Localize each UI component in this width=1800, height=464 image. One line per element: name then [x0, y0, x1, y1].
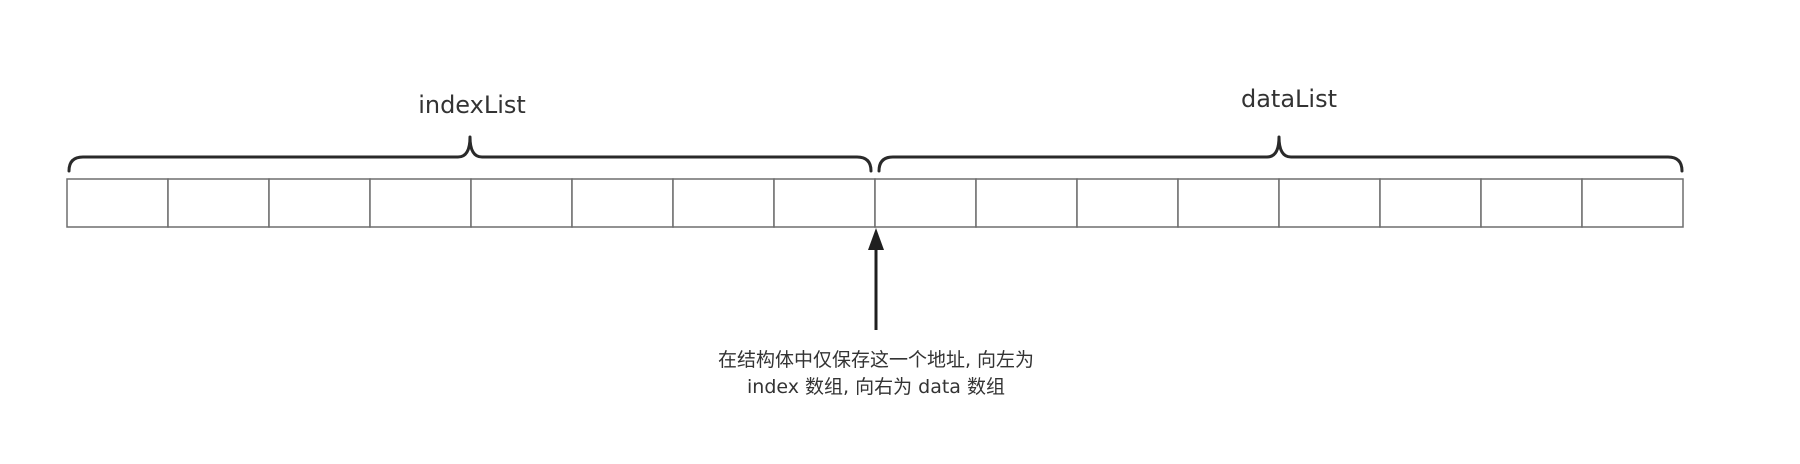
array-cells — [66, 178, 1684, 228]
index-cell-5 — [571, 178, 674, 228]
index-list-label: indexList — [418, 91, 526, 119]
annotation-line-2: index 数组, 向右为 data 数组 — [747, 376, 1005, 398]
index-cell-6 — [672, 178, 775, 228]
data-cell-3 — [1177, 178, 1280, 228]
data-cell-7 — [1581, 178, 1684, 228]
index-cell-7 — [773, 178, 876, 228]
annotation-line-1: 在结构体中仅保存这一个地址, 向左为 — [718, 349, 1034, 371]
index-cell-2 — [268, 178, 371, 228]
data-cell-1 — [975, 178, 1078, 228]
data-cell-0 — [874, 178, 977, 228]
data-list-brace — [877, 135, 1684, 173]
data-cell-5 — [1379, 178, 1482, 228]
data-cell-2 — [1076, 178, 1179, 228]
data-list-label: dataList — [1241, 85, 1337, 113]
index-cell-0 — [66, 178, 169, 228]
pointer-arrow-head — [868, 228, 884, 250]
index-cell-3 — [369, 178, 472, 228]
data-cell-6 — [1480, 178, 1583, 228]
index-cell-4 — [470, 178, 573, 228]
index-list-brace — [67, 135, 873, 173]
index-cell-1 — [167, 178, 270, 228]
data-cell-4 — [1278, 178, 1381, 228]
